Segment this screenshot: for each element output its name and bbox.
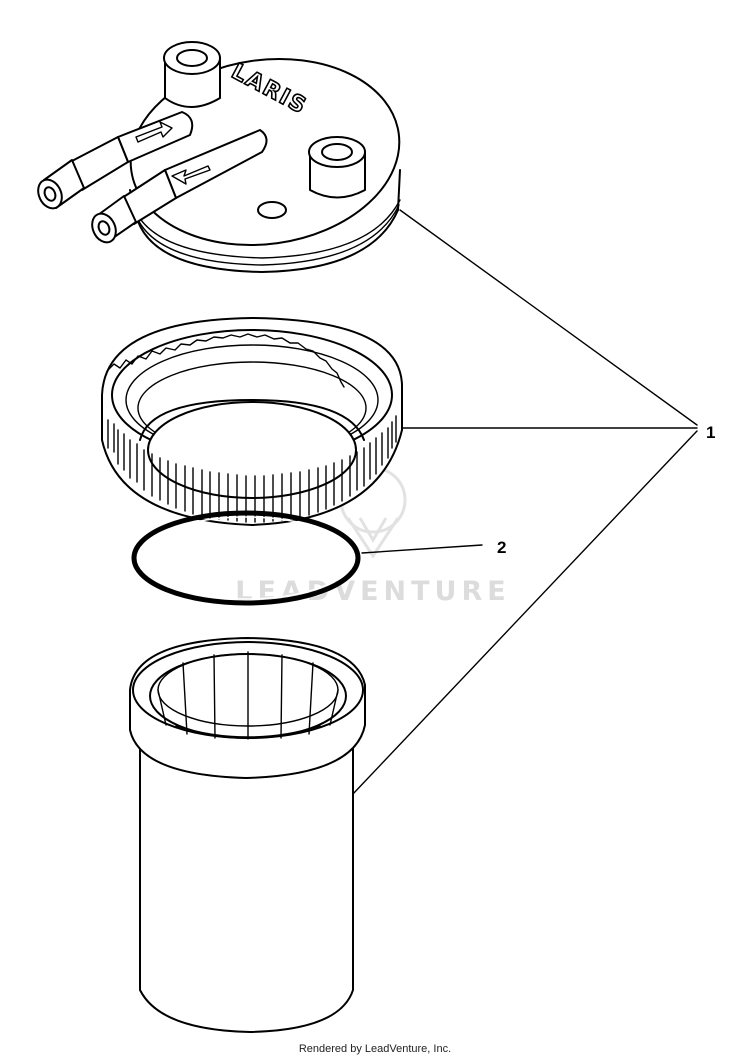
leader-lines <box>351 209 698 796</box>
cap-thread-rib <box>132 199 401 259</box>
cap-boss-back <box>163 41 221 108</box>
arrow-left-icon <box>171 165 211 185</box>
filter-housing-cap: LARIS <box>37 41 401 273</box>
cap-side-right <box>397 169 401 211</box>
arrow-right-icon <box>135 121 173 143</box>
cap-thread-bottom <box>135 209 399 273</box>
leader-line-o-ring <box>361 544 483 554</box>
callout-number-2: 2 <box>497 538 506 557</box>
o-ring <box>131 510 361 606</box>
leader-line-filter <box>351 430 698 796</box>
cup-body <box>139 739 354 1033</box>
cap-fuel-tube-lower <box>91 129 268 244</box>
knurled-lock-ring <box>101 317 403 526</box>
ring-bottom-opening <box>147 401 357 499</box>
cap-boss-right <box>308 136 366 199</box>
filter-screen-cup <box>129 637 366 1033</box>
ring-inner-step <box>139 399 365 441</box>
callout-number-1: 1 <box>706 423 715 442</box>
cup-screen-lattice <box>157 651 339 740</box>
footer-credit: Rendered by LeadVenture, Inc. <box>298 1043 452 1055</box>
leader-line-cap <box>399 209 698 426</box>
cap-thread-rib <box>133 204 400 266</box>
ring-top-notches <box>107 333 345 388</box>
cap-fuel-tube-upper <box>37 111 194 210</box>
cap-hole <box>257 201 287 219</box>
ring-knurls <box>107 415 397 523</box>
